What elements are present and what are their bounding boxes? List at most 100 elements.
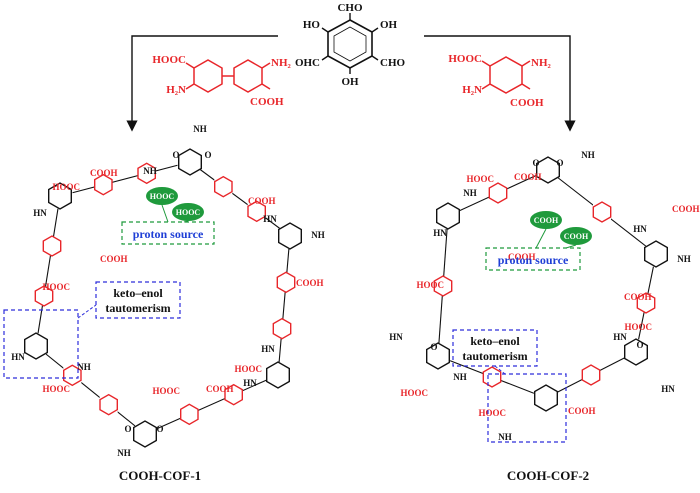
cof2-proton-source-label: proton source: [498, 253, 569, 267]
node-ring: [266, 361, 290, 389]
linker-ring: [433, 275, 453, 297]
linker-biphenyl: [185, 59, 271, 93]
linker-benzene: [481, 56, 531, 94]
nh-label: NH: [143, 166, 157, 176]
cof2-tautomer-node-box: [487, 373, 567, 443]
linker-ring: [213, 175, 233, 198]
monomer-oh-bottom: OH: [341, 76, 359, 88]
linker-ring: [482, 366, 502, 388]
nh-label: HN: [633, 224, 647, 234]
linker1-h2n: H₂N: [166, 84, 186, 96]
node-ring: [534, 384, 558, 412]
cof2-cooh-ellipse-2: [560, 227, 592, 245]
nh-label: NH: [311, 230, 325, 240]
cof2-title: COOH-COF-2: [507, 468, 589, 483]
linker-ring: [276, 271, 296, 294]
cooh-label: COOH: [508, 252, 536, 262]
hooc-label: HOOC: [466, 174, 494, 184]
carbonyl-o-label: O: [532, 158, 539, 168]
linker-ring: [179, 403, 199, 426]
reaction-arrows: [126, 35, 576, 132]
monomer-cho-right: CHO: [380, 57, 406, 69]
nh-label: NH: [463, 188, 477, 198]
carbonyl-o-label: O: [636, 340, 643, 350]
hooc-label: HOOC: [42, 384, 70, 394]
nh-label: HN: [433, 228, 447, 238]
linker2-nh2: NH₂: [531, 57, 552, 69]
node-ring: [24, 332, 48, 360]
nh-label: NH: [453, 372, 467, 382]
cof2-keto-enol-label-1: keto–enol: [470, 334, 520, 348]
node-ring: [436, 202, 460, 230]
cof1-title: COOH-COF-1: [119, 468, 201, 483]
nh-label: HN: [243, 378, 257, 388]
aldehyde-monomer: CHO HO OH OHC CHO OH: [295, 2, 406, 88]
cooh-label: COOH: [568, 406, 596, 416]
cof1-keto-enol-label-2: tautomerism: [105, 301, 170, 315]
carbonyl-o-label: O: [204, 150, 211, 160]
nh-label: HN: [389, 332, 403, 342]
cof2-cooh-ellipse-1: [530, 211, 562, 229]
cooh-label: COOH: [514, 172, 542, 182]
arrow-right: [424, 35, 576, 132]
nh-label: NH: [117, 448, 131, 458]
cooh-label: COOH: [248, 196, 276, 206]
hooc-label: HOOC: [624, 322, 652, 332]
framework-bond: [35, 345, 146, 435]
cof1-keto-enol-box: [95, 281, 181, 319]
carbonyl-o-label: O: [430, 342, 437, 352]
framework-bond: [189, 161, 291, 237]
nh-label: HN: [613, 332, 627, 342]
linker-ring: [272, 317, 292, 340]
linker-ring: [99, 393, 119, 416]
nh-label: NH: [193, 124, 207, 134]
linker-ring: [224, 383, 244, 406]
linker-ring: [42, 235, 62, 257]
node-ring: [624, 338, 648, 366]
linker-ring: [34, 285, 54, 307]
cof2-keto-enol-label-2: tautomerism: [462, 349, 527, 363]
cof1-hooc-ellipse-2-label: HOOC: [176, 208, 201, 217]
linker1-cooh: COOH: [250, 96, 284, 108]
hooc-label: HOOC: [52, 182, 80, 192]
cof2-cooh-ellipse-2-label: COOH: [564, 232, 589, 241]
nh-label: HN: [261, 344, 275, 354]
cof2-cooh-ellipse-1-label: COOH: [534, 216, 559, 225]
nh-label: NH: [498, 432, 512, 442]
framework-bond: [144, 374, 279, 435]
monomer-cho-top: CHO: [337, 2, 363, 14]
linker2-cooh: COOH: [510, 97, 544, 109]
cof2-proton-source-box: [485, 247, 581, 271]
linker-ring: [93, 173, 113, 196]
hooc-label: HOOC: [42, 282, 70, 292]
linker-ring: [247, 200, 266, 223]
cof1-hooc-ellipse-2: [172, 203, 204, 221]
nh-label: HN: [661, 384, 675, 394]
monomer-oh-right: OH: [380, 19, 398, 31]
cooh-label: COOH: [100, 254, 128, 264]
carbonyl-o-label: O: [172, 150, 179, 160]
cof1-proton-source-label: proton source: [133, 227, 204, 241]
cooh-label: COOH: [672, 204, 700, 214]
linker-ring: [488, 182, 508, 204]
hooc-label: HOOC: [234, 364, 262, 374]
framework-bond: [277, 235, 291, 376]
nh-label: NH: [581, 150, 595, 160]
cooh-label: COOH: [296, 278, 324, 288]
hooc-label: HOOC: [152, 386, 180, 396]
linker-ring: [592, 201, 612, 223]
linker2-hooc: HOOC: [448, 53, 482, 65]
linker-ring: [636, 292, 656, 314]
arrow-left: [126, 35, 278, 132]
cooh-label: COOH: [206, 384, 234, 394]
cof1-hooc-ellipse-1-label: HOOC: [150, 192, 175, 201]
carbonyl-o-label: O: [124, 424, 131, 434]
cof2-framework: COOHCOOHCOOHCOOHCOOHHOOCHOOCHOOCHOOCHOOC…: [389, 150, 699, 442]
monomer-ho: HO: [303, 19, 321, 31]
linker-ring: [63, 364, 82, 387]
node-ring: [644, 240, 668, 268]
carbonyl-o-label: O: [156, 424, 163, 434]
linker1-hooc: HOOC: [152, 54, 186, 66]
